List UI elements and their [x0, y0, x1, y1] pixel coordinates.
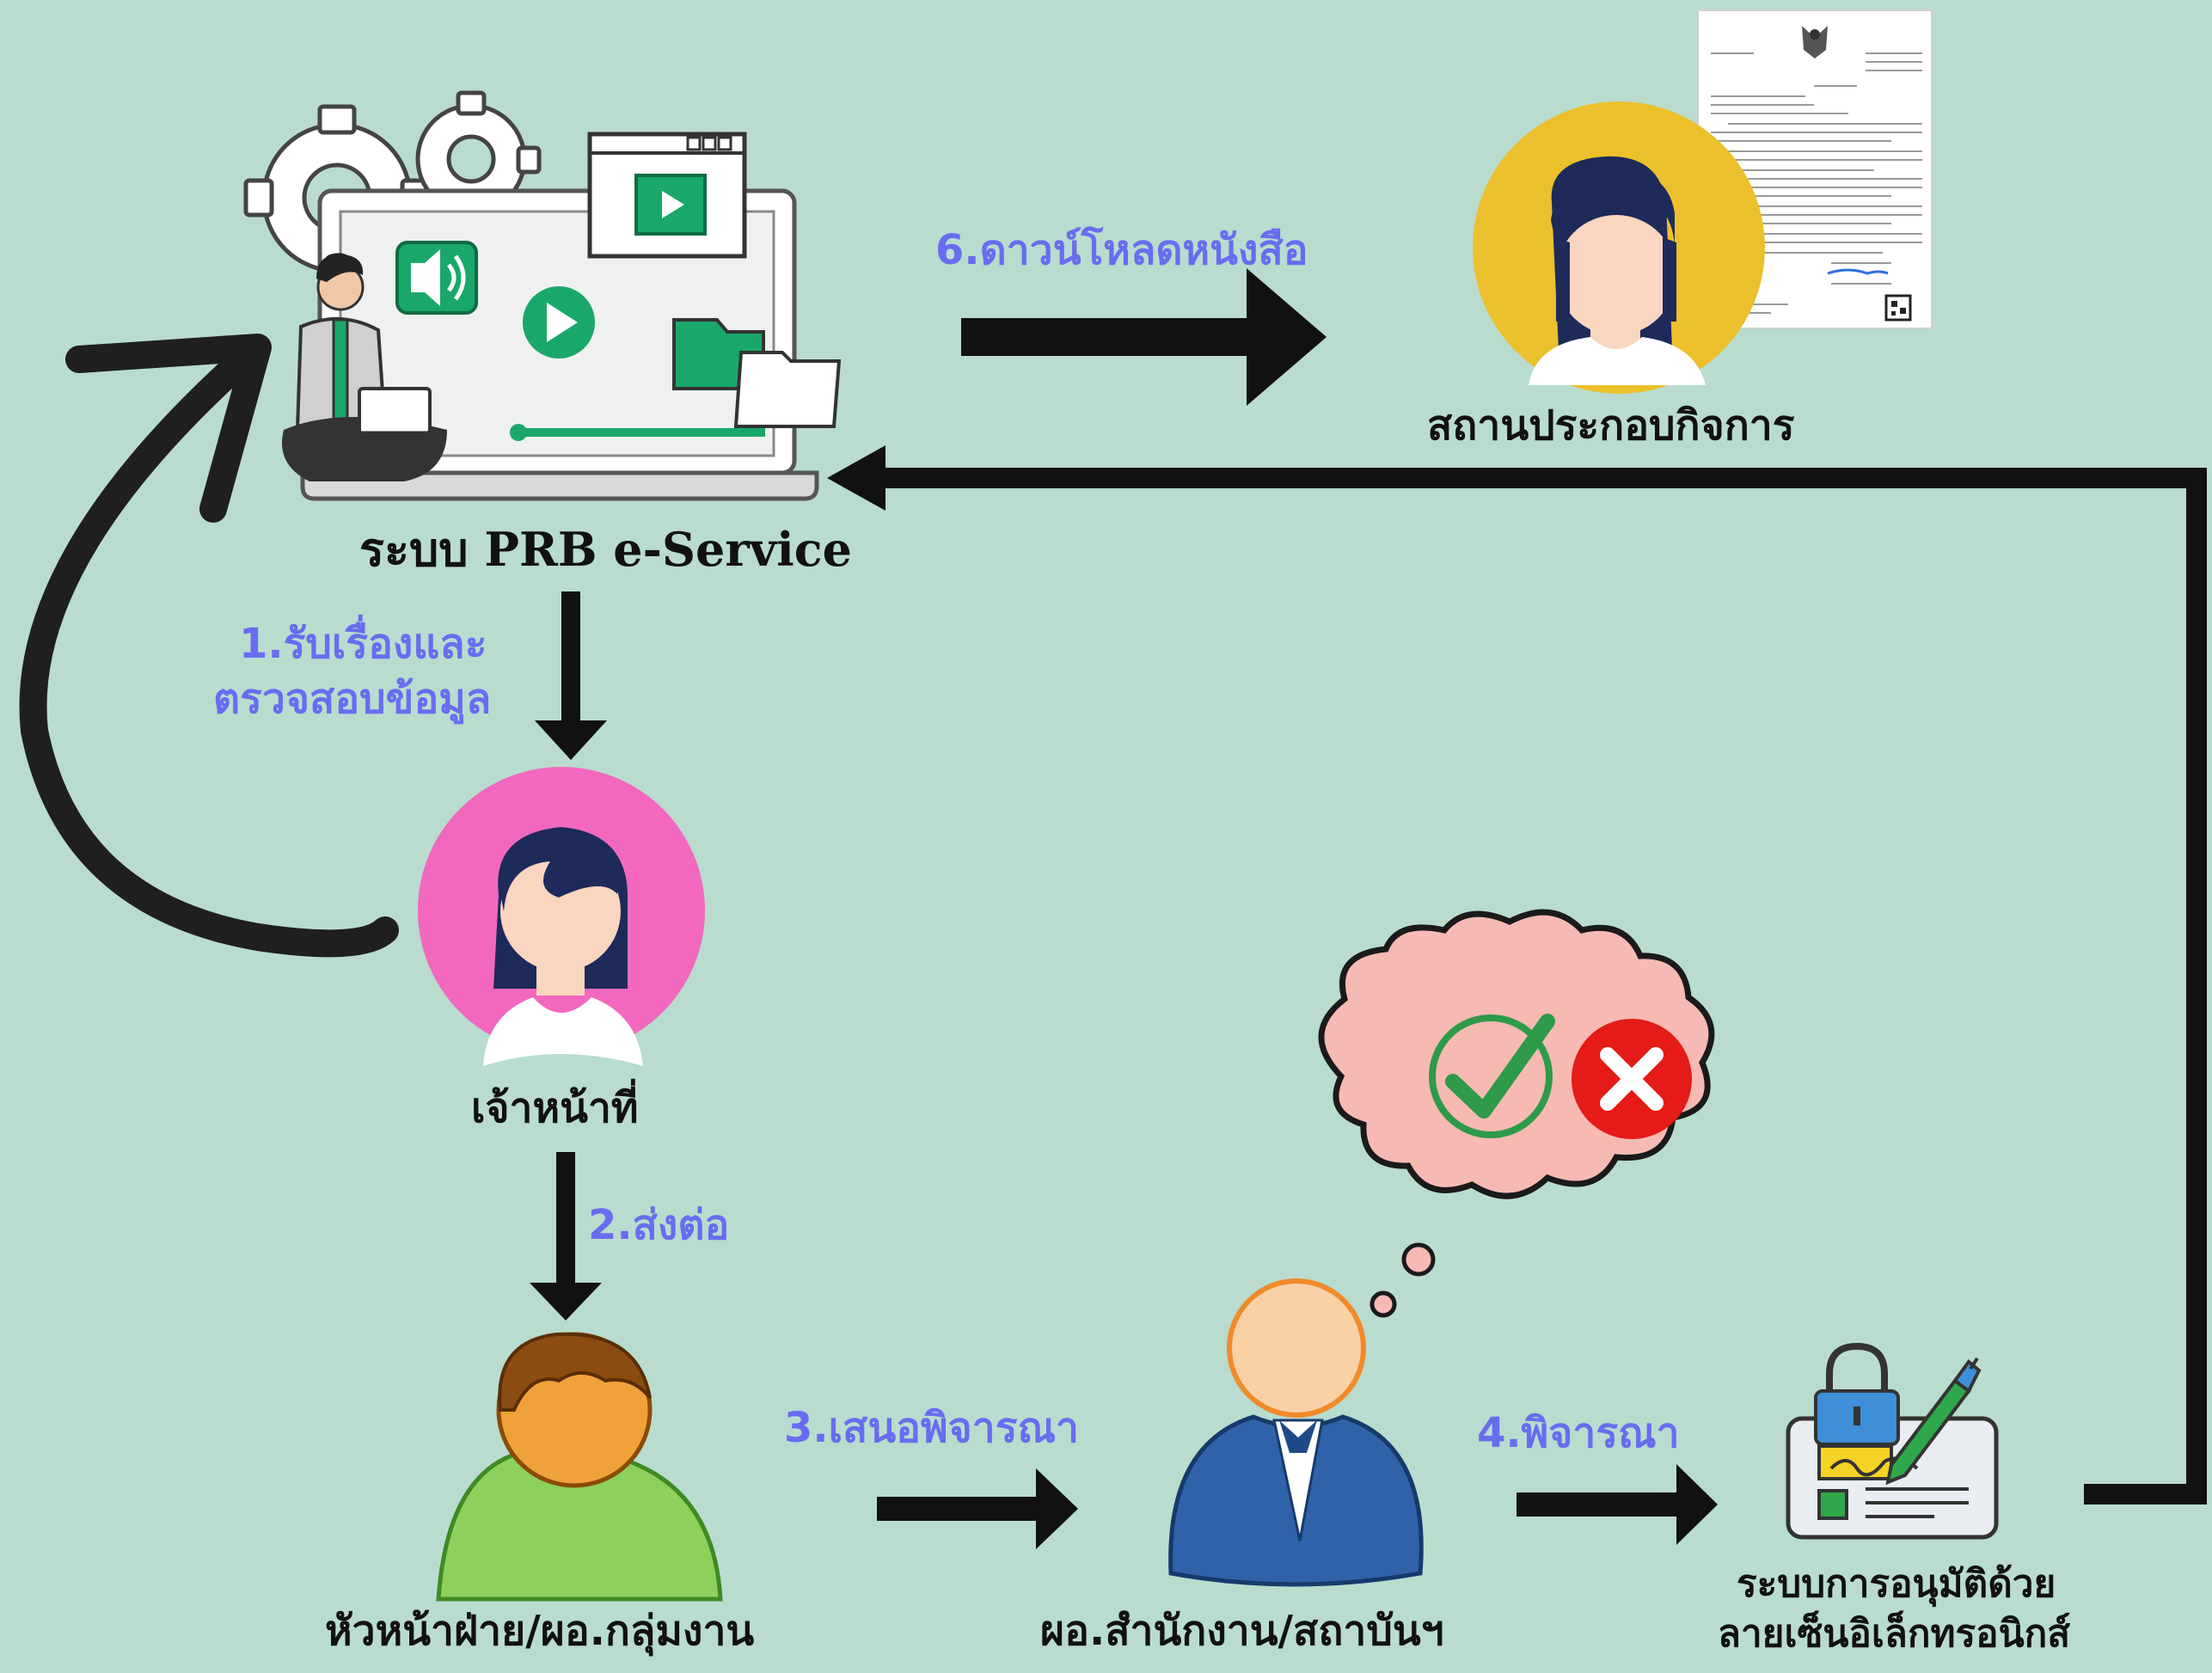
- officer-label: เจ้าหน้าที่: [471, 1084, 639, 1132]
- man-with-laptop-icon: [282, 253, 447, 481]
- step4-label: 4.พิจารณา: [1477, 1409, 1680, 1457]
- speaker-icon: [395, 241, 478, 315]
- arrow-step3: [877, 1468, 1078, 1549]
- arrow-step2: [530, 1152, 602, 1321]
- reject-icon: [1572, 1019, 1692, 1139]
- arrows: [19, 268, 2207, 1549]
- step3-label: 3.เสนอพิจารณา: [784, 1404, 1079, 1452]
- folder-icon: [672, 318, 842, 428]
- esign-label-line1: ระบบการอนุมัติด้วย: [1737, 1562, 2056, 1606]
- director-avatar-icon: [1168, 1278, 1424, 1587]
- check-icon: [1429, 1014, 1555, 1138]
- system-label: ระบบ PRB e-Service: [359, 522, 852, 577]
- business-avatar-icon: [1473, 101, 1765, 394]
- head-label: หัวหน้าฝ่าย/ผอ.กลุ่มงาน: [325, 1607, 755, 1655]
- garuda-emblem-icon: [1802, 26, 1828, 58]
- esign-icon: [1786, 1342, 1999, 1540]
- step6-label: 6.ดาวน์โหลดหนังสือ: [935, 226, 1308, 274]
- arrow-step4: [1517, 1464, 1718, 1545]
- officer-avatar-icon: [418, 767, 705, 1066]
- pen-icon: [1885, 1357, 1982, 1486]
- laptop-eservice-icon: [243, 90, 842, 501]
- qr-code-icon: [1884, 294, 1912, 322]
- arrow-step1: [535, 591, 607, 760]
- padlock-icon: [1814, 1342, 1900, 1446]
- step1-label-line1: 1.รับเรื่องและ: [239, 620, 487, 668]
- step2-label: 2.ส่งต่อ: [588, 1201, 730, 1249]
- arrow-feedback-curve: [19, 334, 399, 958]
- play-icon: [523, 286, 595, 358]
- video-window-icon: [587, 132, 747, 259]
- head-avatar-icon: [436, 1332, 723, 1602]
- arrow-step6: [961, 268, 1327, 406]
- esign-label-line2: ลายเซ็นอิเล็กทรอนิกส์: [1718, 1612, 2071, 1656]
- business-label: สถานประกอบกิจการ: [1427, 401, 1795, 450]
- director-label: ผอ.สำนักงาน/สถาบันฯ: [1040, 1607, 1444, 1655]
- arrow-return-to-system: [827, 445, 2207, 1504]
- step1-label-line2: ตรวจสอบข้อมูล: [213, 675, 492, 723]
- thought-cloud-icon: [1318, 909, 1715, 1318]
